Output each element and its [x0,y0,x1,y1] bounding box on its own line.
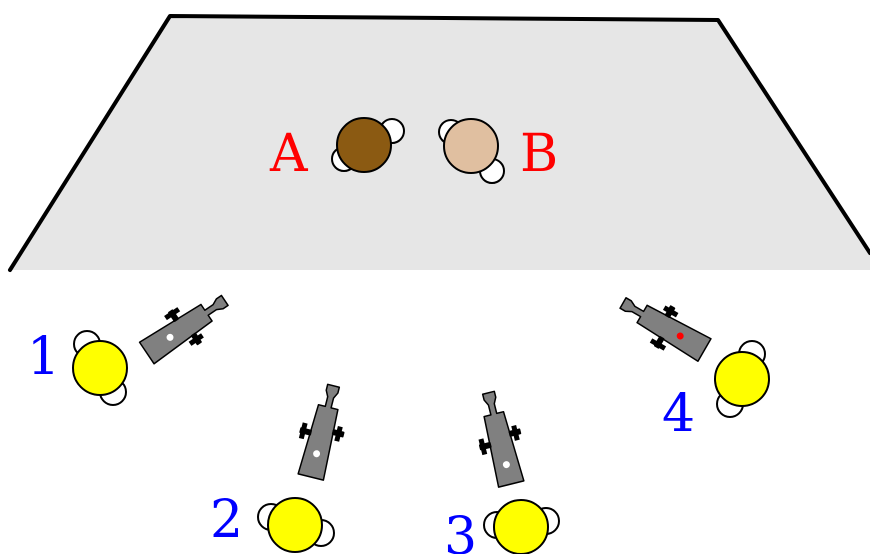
subject-b-icon [438,118,505,184]
camera-4-operator-head [714,351,770,407]
camera-1: 1 [27,281,238,406]
camera-4-indicator [676,332,684,340]
camera-2: 2 [210,379,356,553]
camera-2-operator [257,497,335,553]
camera-3-operator [483,499,560,554]
subject-b-head [443,118,499,174]
camera-4-operator [714,340,770,418]
camera-3-indicator [502,461,510,469]
stage-edge [8,14,870,272]
camera-3-icon [466,386,534,491]
subject-b-label: B [520,124,558,184]
subject-a-head [336,117,392,173]
camera-1-operator-head [72,340,128,396]
camera-1-indicator [166,333,174,341]
subject-a-label: A [269,124,309,184]
stage [8,14,870,272]
camera-1-icon [133,281,238,373]
camera-3: 3 [444,386,560,554]
camera-4-icon [611,283,717,370]
subject-a-icon [331,117,405,173]
camera-4-label: 4 [662,384,695,444]
camera-4: 4 [611,283,770,444]
camera-2-indicator [313,450,321,458]
stage-floor [10,16,870,270]
subject-a: A [269,117,405,184]
camera-2-operator-head [267,497,323,553]
camera-1-operator [72,330,128,406]
camera-1-label: 1 [27,327,60,387]
camera-3-operator-head [493,499,549,554]
camera-2-label: 2 [210,490,243,550]
subject-b: B [438,118,558,184]
camera-3-label: 3 [444,507,477,554]
camera-2-icon [288,379,356,484]
